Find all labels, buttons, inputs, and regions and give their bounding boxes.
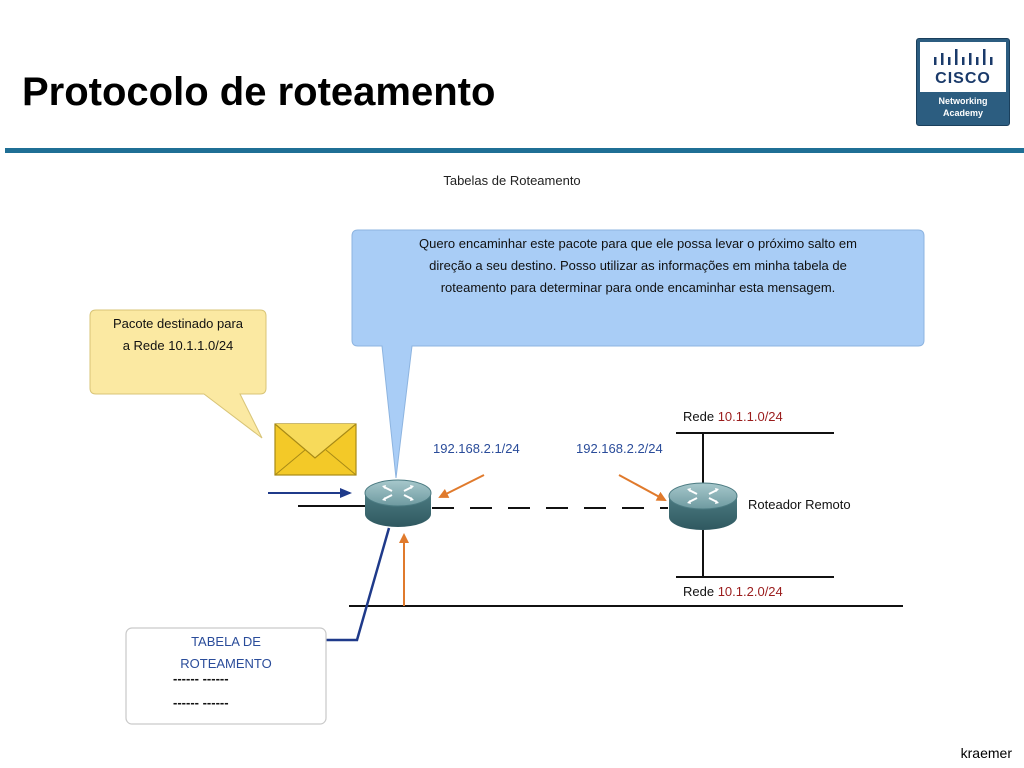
router-callout-line: direção a seu destino. Posso utilizar as… <box>429 258 847 273</box>
cisco-networking-academy-logo: CISCO Networking Academy <box>916 38 1010 126</box>
network-top-address: 10.1.1.0/24 <box>717 409 783 424</box>
router-callout-line: Quero encaminhar este pacote para que el… <box>419 236 857 251</box>
slide-title: Protocolo de roteamento <box>22 70 496 114</box>
rede-word: Rede <box>683 409 715 424</box>
router-callout-text: Quero encaminhar este pacote para que el… <box>356 233 920 299</box>
routing-table-box <box>125 627 327 725</box>
figure-title: Tabelas de Roteamento <box>443 173 581 188</box>
ip-local-label: 192.168.2.1/24 <box>433 441 520 456</box>
academy-line1: Networking <box>938 96 988 106</box>
header-rule <box>5 148 1024 153</box>
academy-label: Networking Academy <box>917 95 1009 119</box>
routing-table-title: TABELA DE ROTEAMENTO <box>128 631 324 675</box>
cisco-bars-icon <box>934 49 993 65</box>
router-callout <box>351 229 925 479</box>
rede-word: Rede <box>683 584 715 599</box>
routing-table-line: ROTEAMENTO <box>180 656 272 671</box>
packet-callout-line: Pacote destinado para <box>112 316 244 331</box>
ip-local-pointer <box>438 474 485 498</box>
academy-line2: Academy <box>942 108 984 118</box>
envelope-icon <box>274 423 357 476</box>
routing-table-dashes-1: ------ ------ <box>173 671 229 686</box>
remote-router-label: Roteador Remoto <box>748 497 851 512</box>
packet-callout <box>89 309 267 439</box>
router-to-table-line <box>326 527 391 642</box>
ip-remote-label: 192.168.2.2/24 <box>576 441 663 456</box>
network-top-label: Rede 10.1.1.0/24 <box>683 409 783 424</box>
cisco-wordmark: CISCO <box>935 70 991 87</box>
routing-table-line: TABELA DE <box>191 634 261 649</box>
footer-author: kraemer <box>960 745 1012 761</box>
packet-callout-line: a Rede 10.1.1.0/24 <box>122 338 234 353</box>
remote-router-icon <box>668 482 738 530</box>
local-router-icon <box>364 479 432 527</box>
routing-table-dashes-2: ------ ------ <box>173 695 229 710</box>
network-bottom-address: 10.1.2.0/24 <box>717 584 783 599</box>
packet-callout-text: Pacote destinado para a Rede 10.1.1.0/24 <box>92 313 264 357</box>
router-callout-line: roteamento para determinar para onde enc… <box>440 280 836 295</box>
network-bottom-label: Rede 10.1.2.0/24 <box>683 584 783 599</box>
ip-remote-pointer <box>618 474 667 501</box>
